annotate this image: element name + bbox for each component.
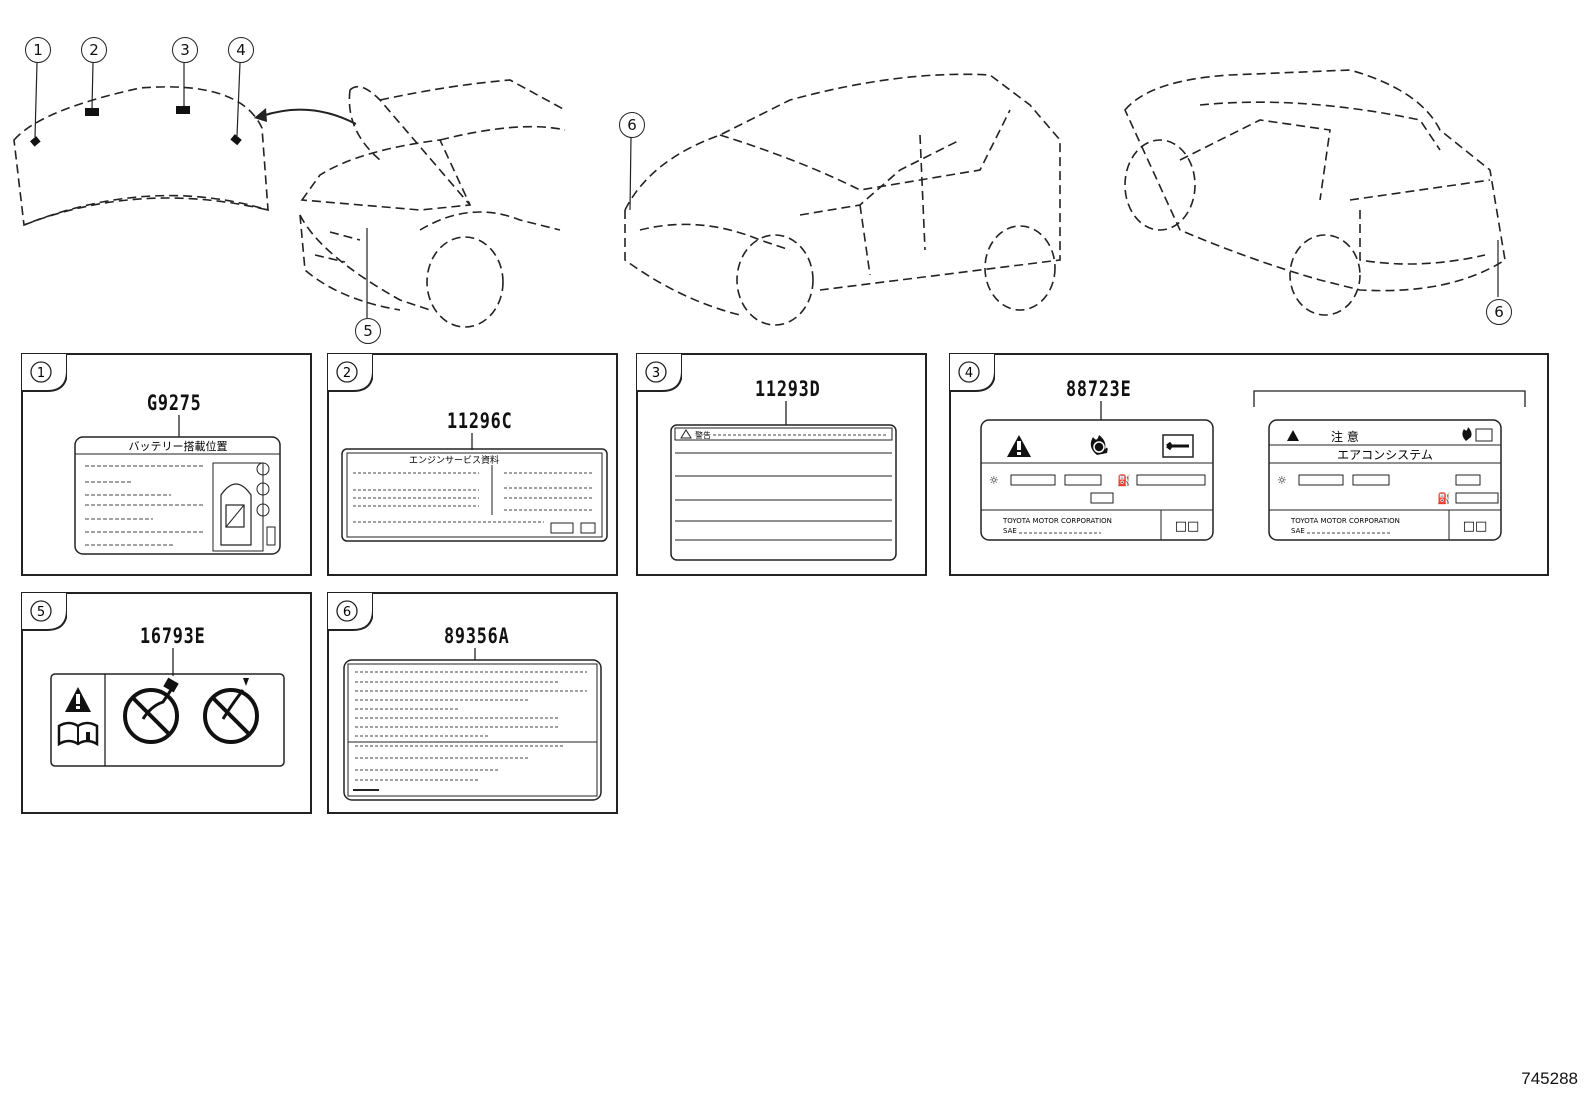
svg-text:6: 6: [343, 605, 351, 620]
svg-text:エアコンシステム: エアコンシステム: [1337, 448, 1433, 462]
diagram-id: 745288: [1521, 1069, 1578, 1088]
svg-text:2: 2: [343, 366, 351, 381]
part-code: G9275: [147, 391, 202, 415]
panel-2: 2 11296C エンジンサービス資料: [327, 353, 618, 576]
svg-text:□□: □□: [1463, 519, 1488, 534]
panel-1: 1 G9275 バッテリー搭載位置: [21, 353, 312, 576]
callout-3: 3: [172, 37, 198, 63]
svg-text:エンジンサービス資料: エンジンサービス資料: [409, 454, 499, 466]
svg-text:☼: ☼: [989, 474, 999, 487]
panel-number-tab: 5: [21, 592, 67, 631]
ac-system-labels: ☼ ⛽ TOYOTA MOTOR CORPORATION SAE □□ 注 意 …: [980, 390, 1526, 541]
hood-panel: [13, 86, 269, 227]
svg-text:バッテリー搭載位置: バッテリー搭載位置: [129, 439, 228, 453]
engine-service-label: エンジンサービス資料: [341, 433, 608, 542]
panel-3: 3 11293D 警告: [636, 353, 927, 576]
part-code: 11296C: [447, 409, 513, 433]
svg-text:⛽: ⛽: [1437, 492, 1451, 505]
warning-label: 警告: [670, 401, 897, 561]
no-touch-icon: [203, 678, 259, 744]
svg-text:1: 1: [37, 366, 45, 381]
svg-text:5: 5: [37, 605, 45, 620]
hood-label-mark-3: [176, 106, 190, 114]
svg-text:TOYOTA MOTOR CORPORATION: TOYOTA MOTOR CORPORATION: [1002, 517, 1112, 525]
no-touch-icon: [123, 677, 179, 744]
bumper-label: [343, 648, 602, 801]
svg-text:⛽: ⛽: [1117, 474, 1131, 487]
svg-text:3: 3: [652, 366, 660, 381]
warning-triangle-icon: [65, 687, 91, 712]
manual-info-icon: [57, 721, 99, 747]
panel-4: 4 88723E ☼ ⛽ TOYOTA MOTOR CORPORATION SA…: [949, 353, 1549, 576]
part-code: 16793E: [140, 624, 206, 648]
part-code: 88723E: [1066, 377, 1132, 401]
svg-text:4: 4: [965, 366, 973, 381]
vehicle-illustrations: [13, 62, 1506, 328]
car-front-three-quarter: [624, 73, 1061, 291]
callout-6-rear: 6: [1486, 299, 1512, 325]
hood-location-arrow: [261, 108, 357, 125]
callout-6-front: 6: [619, 112, 645, 138]
callout-5: 5: [355, 318, 381, 344]
svg-text:SAE: SAE: [1003, 527, 1017, 535]
svg-text:注 意: 注 意: [1331, 429, 1359, 444]
hood-label-mark-4: [230, 134, 242, 146]
hood-label-mark-2: [85, 108, 99, 116]
svg-text:TOYOTA MOTOR CORPORATION: TOYOTA MOTOR CORPORATION: [1290, 517, 1400, 525]
panel-6: 6 89356A: [327, 592, 618, 814]
callout-2: 2: [81, 37, 107, 63]
wrench-icon: [1162, 434, 1194, 458]
hood-caution-label: [50, 648, 285, 767]
flame-icon: [1090, 435, 1108, 455]
battery-location-label: バッテリー搭載位置: [74, 415, 281, 555]
panel-5: 5 16793E: [21, 592, 312, 814]
panel-number-tab: 1: [21, 353, 67, 392]
hood-label-mark-1: [30, 136, 41, 147]
callout-1: 1: [25, 37, 51, 63]
svg-text:警告: 警告: [695, 430, 711, 440]
svg-text:□□: □□: [1175, 519, 1200, 534]
svg-text:SAE: SAE: [1291, 527, 1305, 535]
part-code: 89356A: [444, 624, 510, 648]
warning-triangle-icon: [1007, 435, 1031, 457]
part-code: 11293D: [755, 377, 821, 401]
car-rear-three-quarter: [1124, 69, 1506, 292]
svg-text:☼: ☼: [1277, 474, 1287, 487]
callout-4: 4: [228, 37, 254, 63]
